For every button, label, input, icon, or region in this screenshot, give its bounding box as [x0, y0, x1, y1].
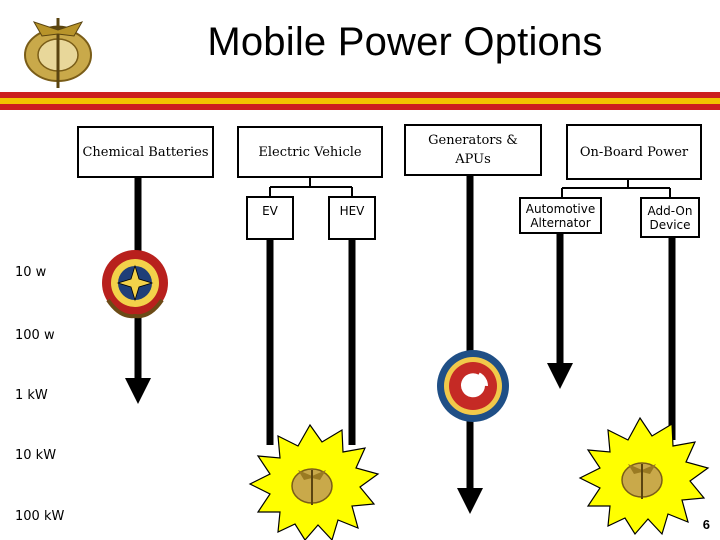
scale-100w: 100 w	[15, 328, 55, 343]
category-electric-vehicle: Electric Vehicle	[237, 126, 383, 178]
cerl-seal-icon	[437, 350, 509, 422]
sub-hev-label: HEV	[339, 204, 365, 218]
category-generators-label: Generators & APUs	[428, 133, 518, 167]
sub-alternator-label: Automotive Alternator	[525, 201, 596, 230]
scale-1kw: 1 kW	[15, 388, 48, 403]
burst-emblem-icon	[248, 423, 380, 540]
scale-10kw: 10 kW	[15, 448, 57, 463]
scale-10w: 10 w	[15, 265, 47, 280]
sub-ev: EV	[246, 196, 294, 240]
army-signal-emblem-icon	[102, 250, 168, 319]
category-ev-label: Electric Vehicle	[258, 144, 362, 160]
header-stripe-red	[0, 92, 720, 98]
category-generators: Generators & APUs	[404, 124, 542, 176]
sub-hev: HEV	[328, 196, 376, 240]
page-title: Mobile Power Options	[207, 20, 603, 64]
sub-addon: Add-On Device	[640, 197, 700, 238]
page-number: 6	[702, 517, 710, 532]
category-chemical-batteries: Chemical Batteries	[77, 126, 214, 178]
header-stripe-gold	[0, 98, 720, 104]
sub-alternator: Automotive Alternator	[519, 197, 602, 234]
sub-addon-label: Add-On Device	[647, 203, 693, 232]
category-onboard-label: On-Board Power	[579, 144, 689, 160]
category-onboard-power: On-Board Power	[566, 124, 702, 180]
header-stripe-red-2	[0, 104, 720, 110]
arrow-generators	[457, 175, 483, 514]
arrow-alternator	[547, 233, 573, 389]
sub-ev-label: EV	[262, 204, 278, 218]
burst-emblem-icon-2	[578, 416, 710, 536]
scale-100kw: 100 kW	[15, 509, 65, 524]
category-chemical-label: Chemical Batteries	[82, 144, 209, 160]
usmc-emblem-icon	[24, 18, 92, 88]
